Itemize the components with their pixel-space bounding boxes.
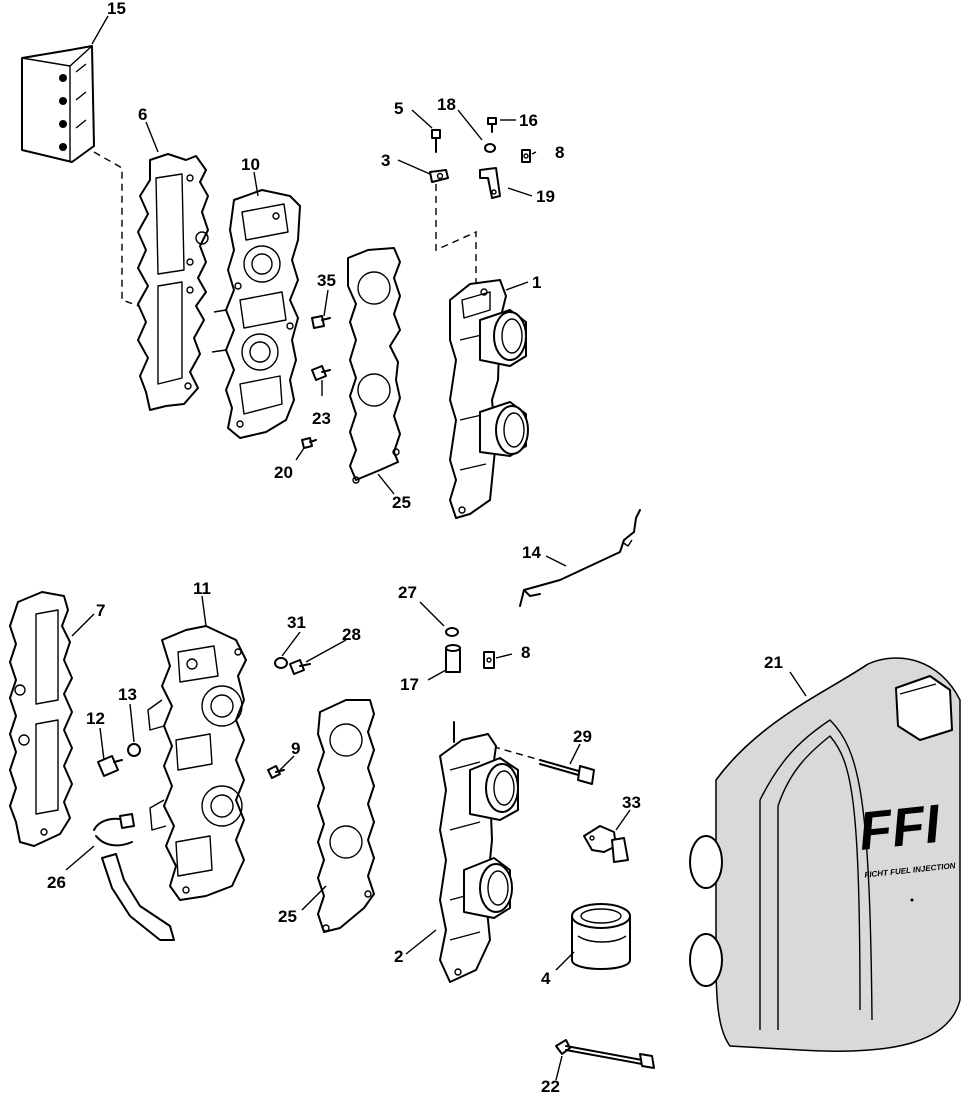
callout-labels: 15 6 10 5 18 16 3 8 19 1 35 23 20 25 14 … bbox=[47, 0, 783, 1093]
part-3-bracket bbox=[429, 169, 449, 183]
callout-15: 15 bbox=[107, 0, 126, 18]
part-2-throttle-body bbox=[439, 721, 541, 983]
callout-16: 16 bbox=[519, 111, 538, 130]
part-13-washer bbox=[127, 743, 141, 757]
part-19-bracket bbox=[479, 167, 501, 199]
callout-29: 29 bbox=[573, 727, 592, 746]
part-18-washer bbox=[484, 143, 496, 153]
part-20-screw bbox=[301, 437, 317, 449]
callout-11: 11 bbox=[193, 579, 211, 598]
callout-22: 22 bbox=[541, 1077, 560, 1093]
callout-13: 13 bbox=[118, 685, 137, 704]
part-9-screw bbox=[267, 765, 285, 779]
callout-20: 20 bbox=[274, 463, 293, 482]
callout-28: 28 bbox=[342, 625, 361, 644]
part-12-plug bbox=[97, 755, 123, 777]
callout-10: 10 bbox=[241, 155, 260, 174]
part-27-oring bbox=[445, 627, 459, 637]
part-28-screw bbox=[289, 659, 311, 675]
callout-8-lower: 8 bbox=[521, 643, 530, 662]
part-29-bolt bbox=[539, 759, 595, 785]
part-26-hose bbox=[93, 813, 175, 941]
callout-6: 6 bbox=[138, 105, 147, 124]
part-25-gasket-lower bbox=[317, 699, 375, 933]
callout-4: 4 bbox=[541, 969, 551, 988]
part-15-cover-plate bbox=[21, 45, 95, 163]
part-6-gasket bbox=[137, 153, 209, 411]
callout-26: 26 bbox=[47, 873, 66, 892]
callout-31: 31 bbox=[287, 613, 306, 632]
part-8-fitting-upper bbox=[521, 149, 531, 163]
part-8-fitting-lower bbox=[483, 651, 495, 669]
callout-18: 18 bbox=[437, 95, 456, 114]
part-33-sensor bbox=[583, 825, 629, 863]
part-11-manifold bbox=[147, 625, 247, 901]
part-10-manifold bbox=[211, 189, 301, 439]
callout-25-upper: 25 bbox=[392, 493, 411, 512]
part-21-engine-cover: FFI FICHT FUEL INJECTION bbox=[689, 657, 961, 1052]
callout-35: 35 bbox=[317, 271, 336, 290]
callout-8-upper: 8 bbox=[555, 143, 564, 162]
callout-3: 3 bbox=[381, 151, 390, 170]
cover-logo: FFI bbox=[856, 794, 944, 862]
callout-9: 9 bbox=[291, 739, 300, 758]
callout-14: 14 bbox=[522, 543, 541, 562]
callout-33: 33 bbox=[622, 793, 641, 812]
callout-25-lower: 25 bbox=[278, 907, 297, 926]
callout-17: 17 bbox=[400, 675, 419, 694]
part-35-screw bbox=[311, 315, 331, 329]
part-7-gasket bbox=[9, 591, 73, 847]
part-16-screw bbox=[487, 117, 497, 133]
part-31-washer bbox=[274, 657, 288, 669]
callout-5: 5 bbox=[394, 99, 403, 118]
callout-23: 23 bbox=[312, 409, 331, 428]
part-14-linkage-rod bbox=[519, 509, 641, 607]
part-25-gasket-upper bbox=[347, 247, 401, 484]
callout-12: 12 bbox=[86, 709, 105, 728]
part-5-screw bbox=[431, 129, 441, 153]
callout-27: 27 bbox=[398, 583, 417, 602]
part-23-screw bbox=[311, 365, 331, 381]
callout-leaders bbox=[65, 15, 807, 1081]
callout-7: 7 bbox=[96, 601, 105, 620]
part-22-rod bbox=[555, 1039, 655, 1069]
callout-1: 1 bbox=[532, 273, 541, 292]
part-1-throttle-body bbox=[449, 279, 529, 519]
callout-19: 19 bbox=[536, 187, 555, 206]
part-4-sleeve bbox=[571, 903, 631, 970]
callout-21: 21 bbox=[764, 653, 783, 672]
callout-2: 2 bbox=[394, 947, 403, 966]
part-17-sleeve bbox=[445, 644, 461, 673]
